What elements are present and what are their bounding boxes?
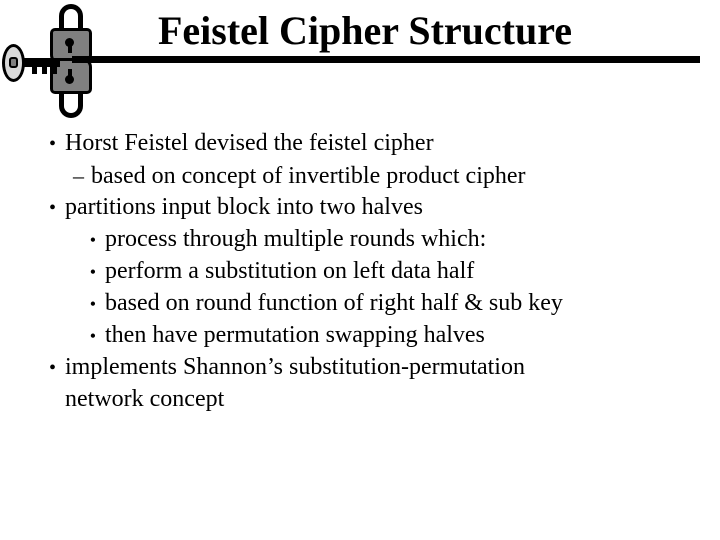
key-tooth (42, 67, 47, 74)
bullet-list: • Horst Feistel devised the feistel ciphe… (22, 128, 698, 415)
list-item-label: process through multiple rounds which: (105, 226, 487, 252)
bullet-marker: – (73, 163, 84, 188)
list-item-label: Horst Feistel devised the feistel cipher (65, 130, 434, 156)
list-item-label: perform a substitution on left data half (105, 258, 475, 284)
list-item-label: based on round function of right half & … (105, 290, 563, 316)
list-item-label: partitions input block into two halves (65, 194, 423, 220)
list-item: –based on concept of invertible product … (22, 160, 698, 192)
list-item-label: network concept (65, 386, 225, 412)
key-icon (2, 44, 60, 82)
bullet-marker: • (89, 262, 96, 282)
list-item-label: based on concept of invertible product c… (91, 163, 526, 189)
list-item: • implements Shannon’s substitution-permu… (22, 352, 698, 384)
padlock-keyhole-stem (68, 69, 72, 78)
list-item: • then have permutation swapping halves (22, 320, 698, 352)
key-bow-hole (9, 57, 18, 68)
padlock-keyhole-stem (68, 44, 72, 53)
lock-key-decoration (0, 0, 110, 120)
bullet-marker: • (48, 133, 56, 155)
bullet-marker: • (48, 357, 56, 379)
list-item-label: then have permutation swapping halves (105, 322, 485, 348)
page-title: Feistel Cipher Structure (157, 8, 572, 53)
slide-header: Feistel Cipher Structure (0, 0, 720, 120)
list-item: • perform a substitution on left data hal… (22, 256, 698, 288)
list-item-continuation: network concept (22, 384, 698, 415)
padlock-shackle (59, 4, 83, 38)
list-item-label: implements Shannon’s substitution-permut… (65, 354, 525, 380)
bullet-marker: • (89, 326, 96, 346)
list-item: • partitions input block into two halves (22, 192, 698, 224)
bullet-marker: • (48, 197, 56, 219)
bullet-marker: • (89, 230, 96, 250)
list-item: • Horst Feistel devised the feistel ciphe… (22, 128, 698, 160)
list-item: • process through multiple rounds which: (22, 224, 698, 256)
list-item: • based on round function of right half &… (22, 288, 698, 320)
bullet-marker: • (89, 294, 96, 314)
title-divider (72, 56, 700, 63)
key-tooth (32, 67, 37, 74)
padlock-icon (47, 4, 95, 64)
key-shaft (22, 58, 60, 67)
key-tooth (52, 67, 57, 74)
padlock-keyhole-icon (65, 38, 74, 47)
